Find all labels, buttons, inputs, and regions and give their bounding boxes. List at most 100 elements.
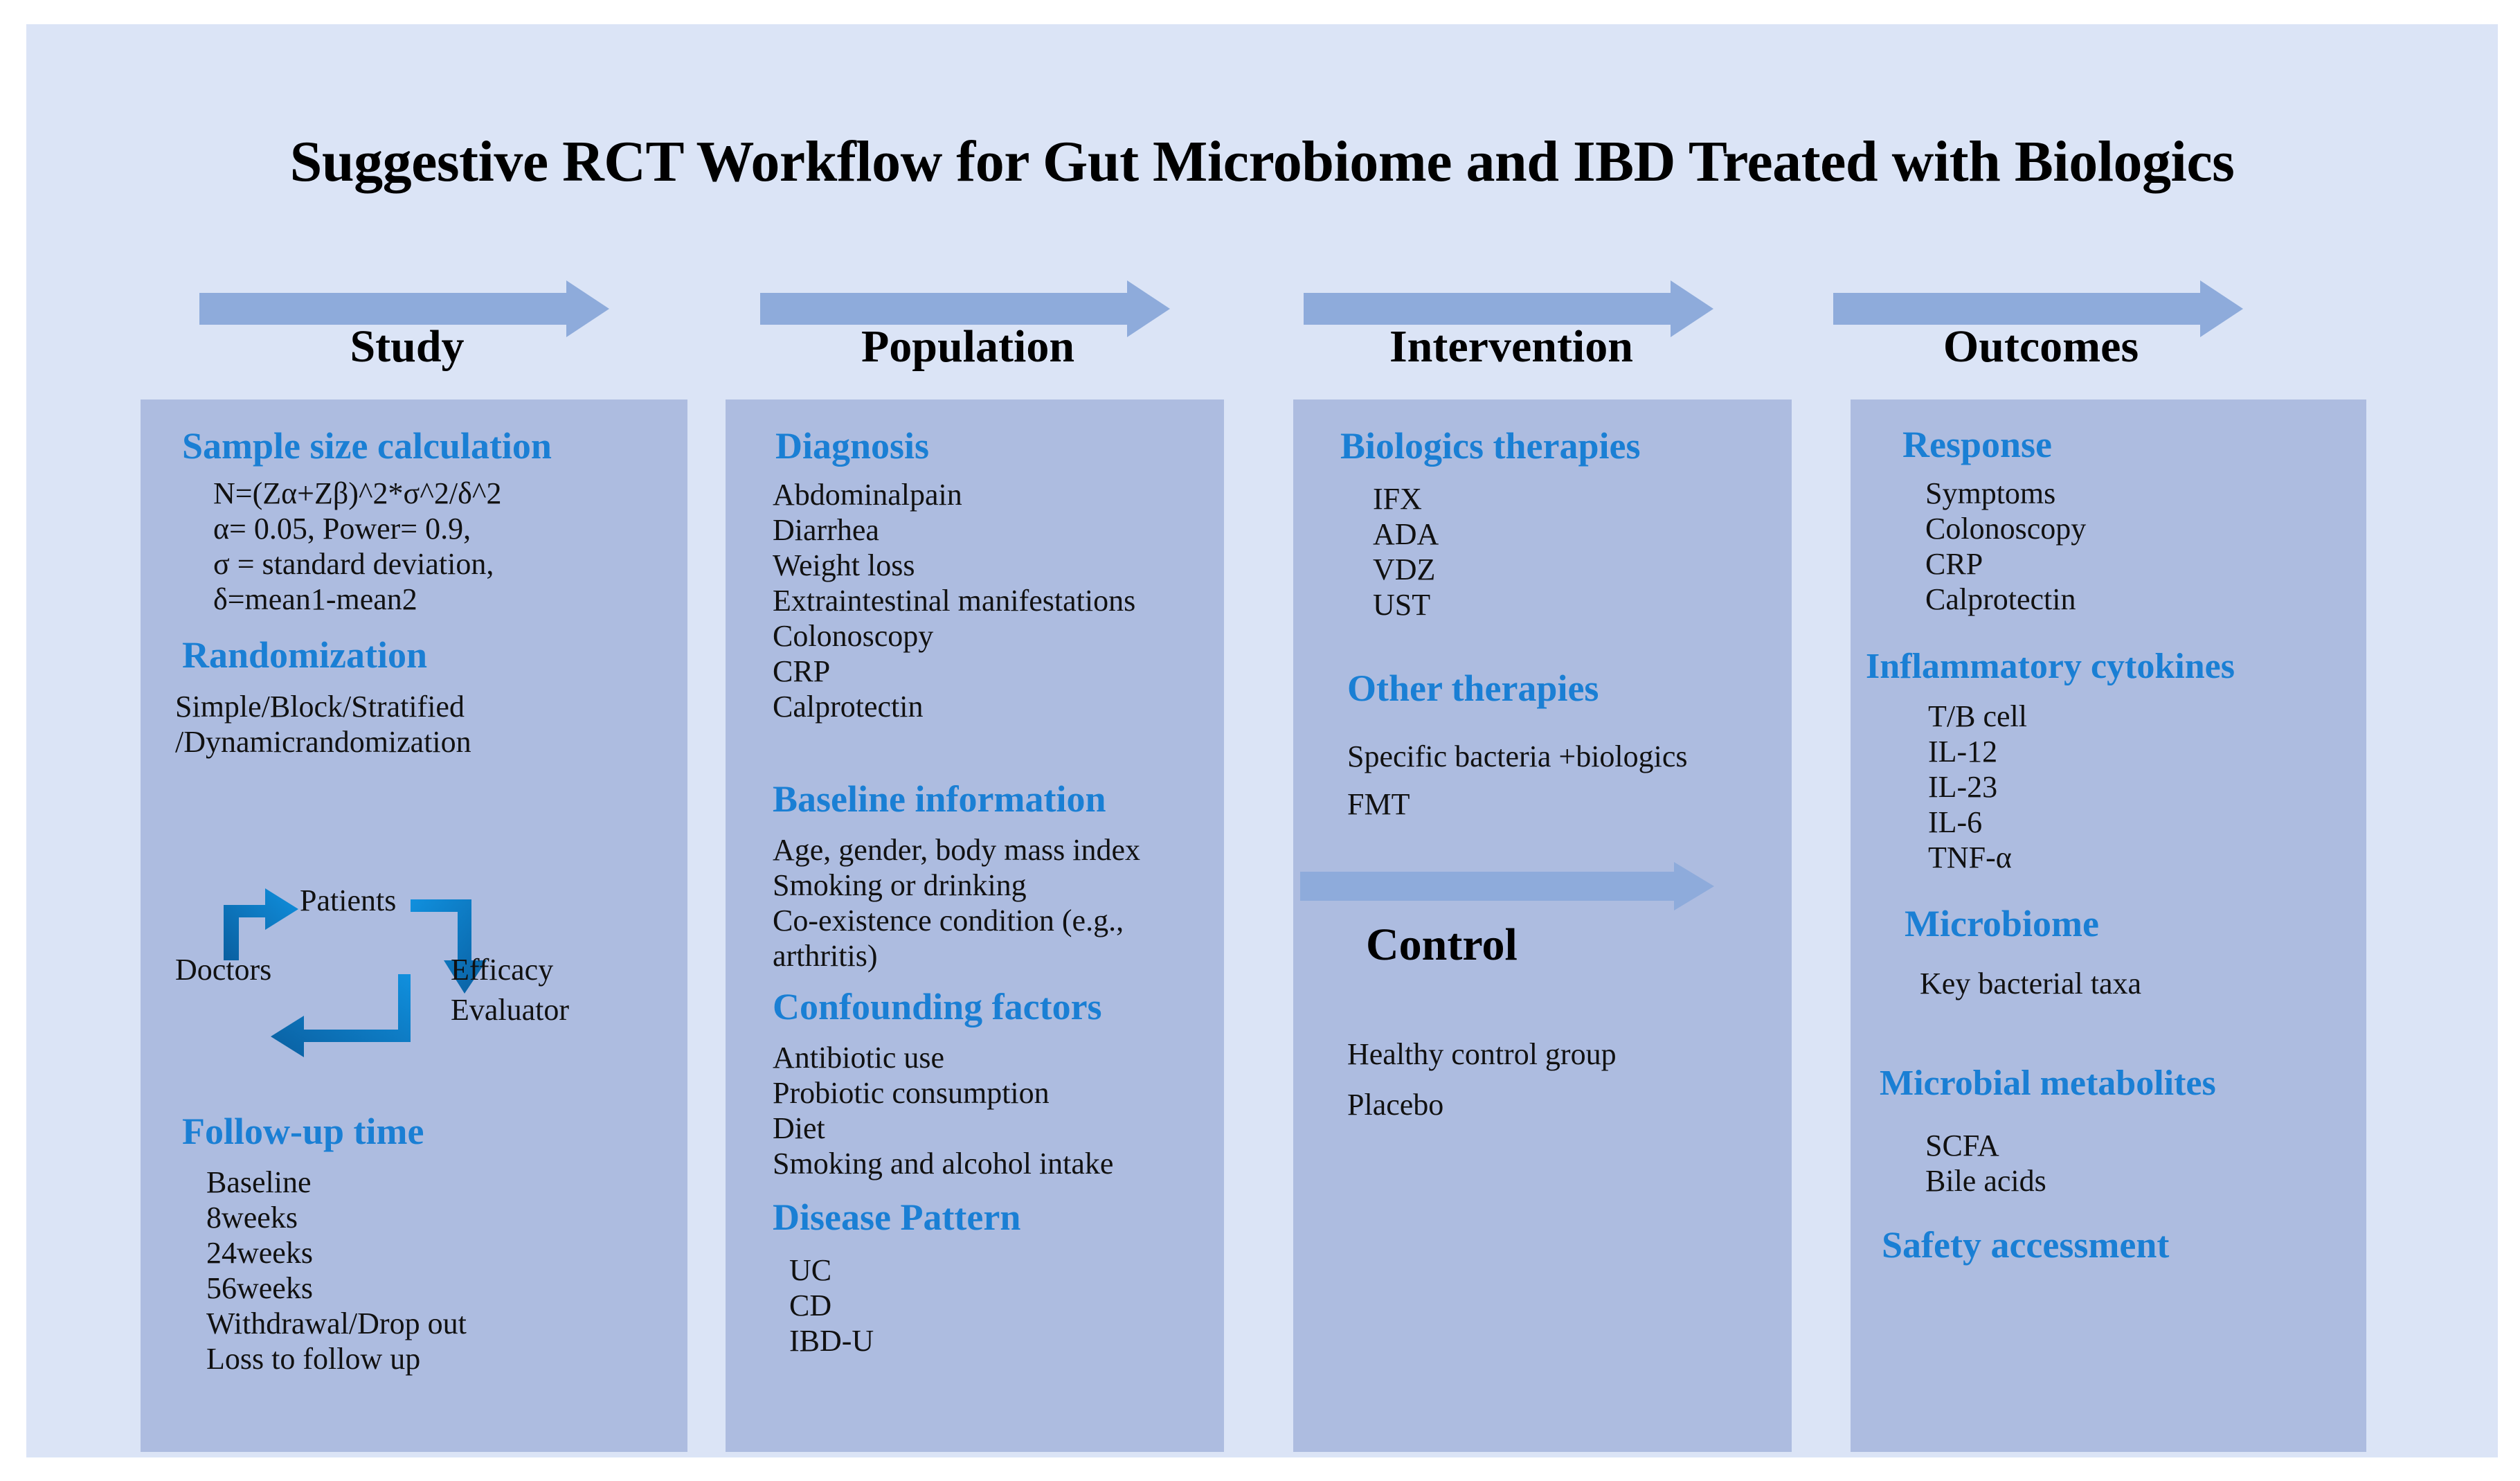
study-arrow-icon — [199, 280, 615, 337]
column-header-label: Intervention — [1389, 321, 1633, 372]
list-item: 8weeks — [206, 1201, 298, 1235]
section-heading: Safety accessment — [1882, 1224, 2170, 1266]
column-header-study: Study — [199, 280, 615, 384]
list-item: Extraintestinal manifestations — [773, 584, 1136, 618]
section-microbiome: Microbiome — [1905, 904, 2099, 944]
list-item: Probiotic consumption — [773, 1076, 1050, 1111]
section-follow-up: Follow-up time — [182, 1111, 424, 1152]
section-control-items: Healthy control group Placebo — [1347, 1036, 1617, 1122]
panel-study: Sample size calculation N=(Zα+Zβ)^2*σ^2/… — [141, 400, 687, 1452]
column-header-label: Population — [861, 321, 1075, 372]
list-item: Smoking and alcohol intake — [773, 1147, 1114, 1181]
column-header-label: Study — [350, 321, 465, 372]
section-confounding-factors: Confounding factors — [773, 987, 1102, 1027]
section-heading: Microbiome — [1905, 903, 2099, 944]
list-item: IL-6 — [1928, 805, 1983, 840]
list-item: CRP — [1925, 547, 1983, 582]
column-header-outcomes: Outcomes — [1833, 280, 2249, 384]
list-item: Key bacterial taxa — [1920, 967, 2142, 1000]
outcomes-arrow-icon — [1833, 280, 2249, 337]
list-item: σ = standard deviation, — [213, 547, 494, 582]
list-item: N=(Zα+Zβ)^2*σ^2/δ^2 — [213, 476, 502, 510]
list-item: FMT — [1347, 787, 1410, 822]
section-diagnosis: Diagnosis — [775, 425, 930, 467]
column-header-intervention: Intervention — [1304, 280, 1719, 384]
list-item: δ=mean1-mean2 — [213, 582, 417, 617]
section-heading: Confounding factors — [773, 986, 1102, 1027]
population-arrow-icon — [760, 280, 1176, 337]
section-sample-size: Sample size calculation — [182, 425, 552, 467]
list-item: Age, gender, body mass index — [773, 833, 1141, 867]
section-other-therapies: Other therapies — [1347, 667, 1599, 709]
list-item: UST — [1373, 588, 1431, 622]
section-heading: Diagnosis — [775, 425, 930, 467]
list-item: CD — [789, 1289, 832, 1323]
section-safety-accessment: Safety accessment — [1882, 1224, 2170, 1266]
section-control: Control — [1366, 920, 1518, 970]
list-item: IL-23 — [1928, 770, 1998, 805]
list-item: Baseline — [206, 1165, 312, 1199]
list-item: Antibiotic use — [773, 1041, 945, 1075]
diagram-canvas: Suggestive RCT Workflow for Gut Microbio… — [26, 24, 2498, 1457]
section-follow-up-items: Baseline 8weeks 24weeks 56weeks Withdraw… — [206, 1165, 467, 1376]
list-item: Bile acids — [1925, 1164, 2046, 1199]
section-disease-pattern: Disease Pattern — [773, 1197, 1020, 1238]
section-heading: Follow-up time — [182, 1111, 424, 1152]
cycle-node-efficacy: Efficacy — [451, 953, 554, 987]
section-inflammatory-cytokines-items: T/B cell IL-12 IL-23 IL-6 TNF-α — [1928, 699, 2027, 875]
cycle-node-doctors: Doctors — [175, 953, 272, 987]
list-item: Simple/Block/Stratified — [175, 690, 465, 724]
page-title: Suggestive RCT Workflow for Gut Microbio… — [289, 129, 2235, 194]
column-header-label: Outcomes — [1943, 321, 2139, 372]
section-baseline-information: Baseline information — [773, 778, 1106, 820]
list-item: /Dynamicrandomization — [175, 725, 471, 760]
list-item: Loss to follow up — [206, 1342, 421, 1376]
list-item: Colonoscopy — [1925, 512, 2087, 546]
list-item: 56weeks — [206, 1271, 313, 1306]
section-randomization: Randomization — [182, 634, 428, 676]
intervention-arrow-icon — [1304, 280, 1719, 337]
section-other-therapies-items: Specific bacteria +biologics FMT — [1347, 739, 1688, 822]
section-microbiome-items: Key bacterial taxa — [1920, 966, 2141, 1001]
list-item: ADA — [1373, 517, 1439, 552]
list-item: IBD-U — [789, 1324, 874, 1358]
section-response: Response — [1902, 424, 2052, 465]
cycle-arrows-icon — [224, 888, 487, 1057]
section-heading: Baseline information — [773, 778, 1106, 820]
section-heading: Sample size calculation — [182, 425, 552, 467]
section-disease-pattern-items: UC CD IBD-U — [789, 1253, 874, 1358]
list-item: T/B cell — [1928, 699, 2027, 733]
list-item: Smoking or drinking — [773, 868, 1027, 903]
section-biologics-therapies-items: IFX ADA VDZ UST — [1373, 481, 1439, 622]
list-item: UC — [789, 1253, 832, 1287]
section-heading: Other therapies — [1347, 667, 1599, 709]
section-heading: Biologics therapies — [1340, 425, 1641, 467]
list-item: Calprotectin — [773, 690, 924, 724]
section-randomization-items: Simple/Block/Stratified /Dynamicrandomiz… — [175, 689, 471, 760]
list-item: Symptoms — [1925, 476, 2056, 510]
list-item: IL-12 — [1928, 735, 1998, 769]
section-microbial-metabolites-items: SCFA Bile acids — [1925, 1128, 2046, 1199]
list-item: Co-existence condition (e.g., arthritis) — [773, 904, 1124, 973]
control-arrow-icon — [1300, 862, 1716, 910]
section-inflammatory-cytokines: Inflammatory cytokines — [1866, 647, 2235, 686]
list-item: TNF-α — [1928, 841, 2012, 875]
list-item: Diet — [773, 1111, 825, 1146]
section-heading: Randomization — [182, 634, 428, 676]
section-confounding-factors-items: Antibiotic use Probiotic consumption Die… — [773, 1040, 1113, 1181]
panel-population: Diagnosis Abdominalpain Diarrhea Weight … — [726, 400, 1224, 1452]
section-microbial-metabolites: Microbial metabolites — [1880, 1063, 2216, 1103]
list-item: Calprotectin — [1925, 582, 2076, 617]
list-item: Abdominalpain — [773, 478, 962, 512]
panel-intervention: Biologics therapies IFX ADA VDZ UST Othe… — [1293, 400, 1792, 1452]
section-sample-size-items: N=(Zα+Zβ)^2*σ^2/δ^2 α= 0.05, Power= 0.9,… — [213, 476, 502, 617]
list-item: CRP — [773, 654, 831, 689]
section-heading: Inflammatory cytokines — [1866, 647, 2235, 686]
section-heading: Response — [1902, 424, 2053, 465]
panel-outcomes: Response Symptoms Colonoscopy CRP Calpro… — [1851, 400, 2366, 1452]
list-item: Weight loss — [773, 548, 915, 583]
section-response-items: Symptoms Colonoscopy CRP Calprotectin — [1925, 476, 2086, 617]
section-diagnosis-items: Abdominalpain Diarrhea Weight loss Extra… — [773, 477, 1135, 724]
list-item: SCFA — [1925, 1129, 1999, 1163]
randomization-cycle-diagram: Patients Doctors Efficacy Evaluator — [175, 877, 653, 1085]
